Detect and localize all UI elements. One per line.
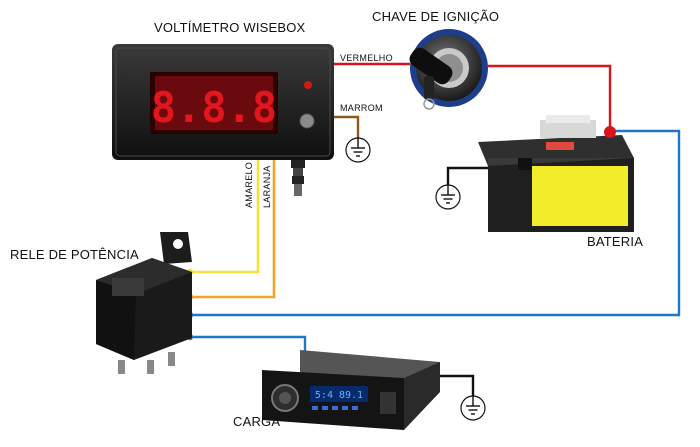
key-icon bbox=[409, 29, 488, 110]
blue-wire-supply bbox=[190, 129, 681, 317]
indicator-led bbox=[304, 81, 312, 89]
ground-icon bbox=[435, 184, 461, 210]
red-wire-label: VERMELHO bbox=[340, 53, 393, 63]
yellow-wire-label: AMARELO bbox=[244, 161, 254, 208]
black-wire-radio bbox=[440, 374, 475, 396]
load-label: CARGA bbox=[233, 414, 281, 429]
yellow-wire bbox=[190, 160, 260, 274]
brown-wire-label: MARROM bbox=[340, 103, 383, 113]
orange-wire-label: LARANJA bbox=[262, 165, 272, 208]
ground-icon bbox=[460, 395, 486, 421]
wire-terminals bbox=[186, 164, 529, 359]
blue-wire-load bbox=[190, 335, 307, 355]
brown-wire bbox=[332, 115, 360, 138]
orange-wire bbox=[190, 160, 276, 299]
relay-label: RELE DE POTÊNCIA bbox=[10, 247, 139, 262]
wires bbox=[190, 62, 681, 396]
battery-positive-terminal bbox=[604, 126, 616, 138]
voltmeter-display-digits: 8.8.8 bbox=[151, 83, 277, 132]
voltmeter-device: 8.8.8 bbox=[112, 44, 334, 196]
relay-device bbox=[96, 232, 192, 374]
ignition-label: CHAVE DE IGNIÇÃO bbox=[372, 9, 500, 24]
voltmeter-button bbox=[299, 113, 315, 129]
ground-icon bbox=[345, 137, 371, 163]
battery-label: BATERIA bbox=[587, 234, 644, 249]
voltmeter-label: VOLTÍMETRO WISEBOX bbox=[154, 20, 306, 35]
red-wire-2 bbox=[488, 64, 612, 128]
radio-display-text: 5:4 89.1 bbox=[315, 390, 363, 401]
car-radio-device: 5:4 89.1 bbox=[262, 350, 440, 430]
battery-device bbox=[478, 115, 634, 232]
